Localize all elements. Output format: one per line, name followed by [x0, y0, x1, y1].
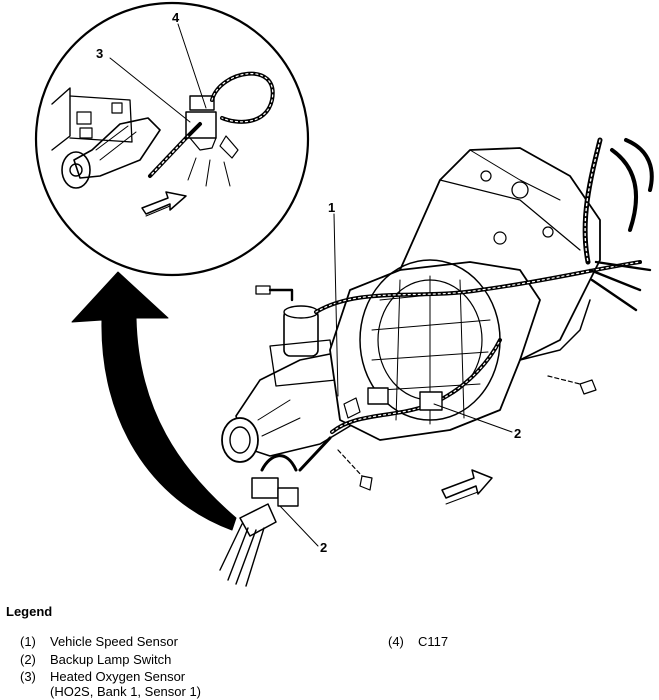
- inset-detail-view: [34, 1, 310, 277]
- legend-label: Backup Lamp Switch: [50, 652, 172, 667]
- callout-main-2-bottom: 2: [320, 540, 327, 555]
- legend-item-2: (2) Backup Lamp Switch: [20, 652, 171, 667]
- legend-num: (4): [388, 634, 404, 649]
- transmission-assembly: [219, 137, 654, 587]
- callout-main-1: 1: [328, 200, 335, 215]
- legend-label: Vehicle Speed Sensor: [50, 634, 178, 649]
- legend-num: (2): [20, 652, 36, 667]
- legend-item-1: (1) Vehicle Speed Sensor: [20, 634, 178, 649]
- legend: Legend (1) Vehicle Speed Sensor (2) Backup…: [0, 604, 659, 700]
- legend-item-3-line2: (HO2S, Bank 1, Sensor 1): [50, 684, 202, 699]
- callout-inset-4: 4: [172, 10, 180, 25]
- legend-item-4: (4) C117: [388, 634, 448, 649]
- transmission-diagram: 3 4 1 2 2: [34, 1, 654, 587]
- legend-title: Legend: [6, 604, 53, 619]
- legend-item-3: (3) Heated Oxygen Sensor: [20, 669, 185, 684]
- legend-num: (3): [20, 669, 36, 684]
- legend-label: Heated Oxygen Sensor: [50, 669, 186, 684]
- legend-num: (1): [20, 634, 36, 649]
- legend-label: C117: [418, 634, 449, 649]
- callout-inset-3: 3: [96, 46, 103, 61]
- big-curved-arrow: [71, 271, 237, 531]
- callout-main-2-right: 2: [514, 426, 521, 441]
